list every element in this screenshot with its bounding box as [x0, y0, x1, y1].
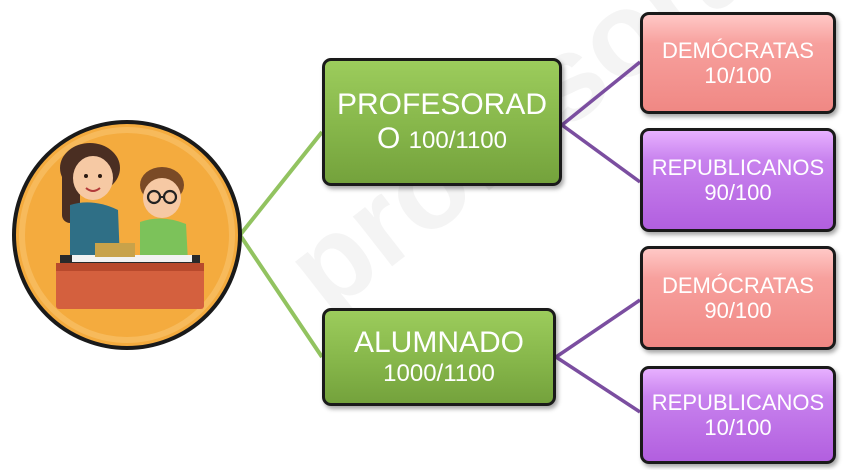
connector-profesorado-democratas [560, 60, 642, 127]
node-prof-democratas-label: DEMÓCRATAS [662, 37, 814, 63]
node-alum-republicanos-value: 10/100 [704, 415, 772, 440]
node-alum-democratas: DEMÓCRATAS 90/100 [640, 246, 836, 350]
node-prof-democratas: DEMÓCRATAS 10/100 [640, 12, 836, 114]
connector-profesorado-republicanos [560, 123, 642, 184]
connector-root-profesorado [238, 130, 324, 237]
node-prof-republicanos: REPUBLICANOS 90/100 [640, 128, 836, 232]
node-profesorado-line2-prefix: O [377, 122, 409, 155]
node-prof-republicanos-label: REPUBLICANOS [651, 154, 825, 180]
node-alumnado-label: ALUMNADO [353, 325, 525, 359]
connector-alumnado-republicanos [555, 355, 641, 414]
root-node [12, 120, 242, 350]
teacher-and-student-at-piano-icon [56, 143, 204, 309]
node-profesorado-line2: O 100/1100 [377, 122, 507, 157]
node-prof-democratas-value: 10/100 [704, 63, 772, 88]
node-prof-republicanos-value: 90/100 [704, 180, 772, 205]
node-profesorado: PROFESORAD O 100/1100 [322, 58, 562, 186]
node-alumnado-value: 1000/1100 [383, 360, 495, 388]
node-alum-democratas-label: DEMÓCRATAS [662, 272, 814, 298]
node-alumnado: ALUMNADO 1000/1100 [322, 308, 556, 406]
node-alum-republicanos: REPUBLICANOS 10/100 [640, 366, 836, 464]
node-alum-republicanos-label: REPUBLICANOS [651, 389, 825, 415]
connector-root-alumnado [238, 233, 324, 359]
node-profesorado-value: 100/1100 [408, 127, 507, 154]
node-profesorado-line1: PROFESORAD [336, 87, 548, 121]
connector-alumnado-democratas [555, 298, 641, 359]
node-alum-democratas-value: 90/100 [704, 298, 772, 323]
